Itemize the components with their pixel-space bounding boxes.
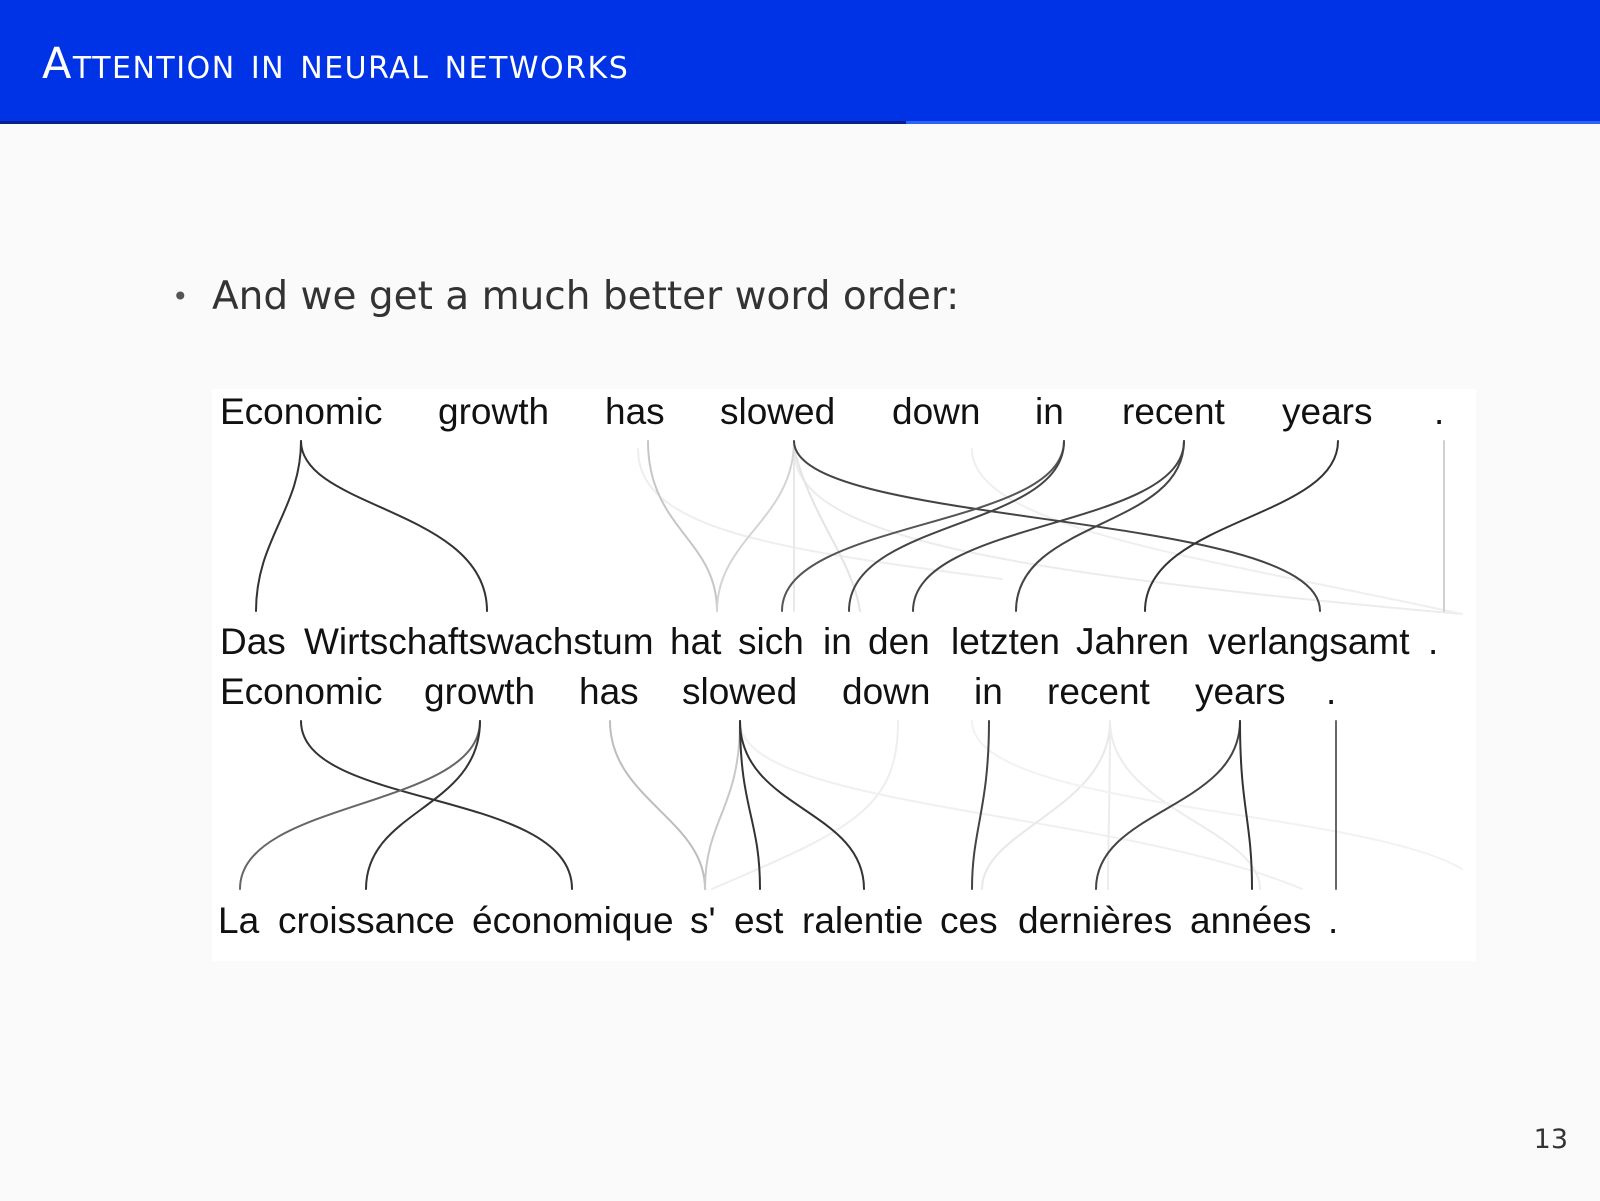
target-word: dernières (1018, 900, 1172, 941)
link-faint (981, 720, 1111, 890)
source-word: down (842, 671, 930, 712)
target-sentence-french: La croissance économique s' est ralentie… (218, 900, 1338, 941)
target-word: den (868, 621, 930, 662)
source-word: has (605, 391, 665, 432)
source-word: growth (438, 391, 549, 432)
alignment-links-french (239, 720, 1463, 890)
link-has-s (609, 720, 706, 890)
link-slowed-ralentie (739, 720, 865, 890)
target-word: Das (220, 621, 286, 662)
source-word: years (1282, 391, 1372, 432)
target-word: années (1190, 900, 1311, 941)
link-has-hat (647, 440, 718, 612)
page-number: 13 (1533, 1124, 1568, 1155)
source-word: slowed (720, 391, 835, 432)
link-growth-la (239, 720, 481, 890)
target-word: . (1428, 621, 1438, 662)
link-faint (971, 720, 1463, 870)
link-slowed-s (704, 720, 741, 890)
source-word: Economic (220, 671, 382, 712)
link-years-annees (1239, 720, 1253, 890)
link-in-ces (971, 720, 990, 890)
source-word: growth (424, 671, 535, 712)
source-word: down (892, 391, 980, 432)
link-slowed-hat (716, 440, 795, 612)
link-economic-growth (300, 440, 488, 612)
target-word: Jahren (1076, 621, 1189, 662)
target-word: Wirtschaftswachstum (304, 621, 654, 662)
target-word: ralentie (802, 900, 923, 941)
link-growth-croissance (365, 720, 481, 890)
link-years-jahren (1144, 440, 1339, 612)
target-word: ces (940, 900, 998, 941)
target-sentence-german: Das Wirtschaftswachstum hat sich in den … (220, 621, 1438, 662)
link-in-in (848, 440, 1065, 612)
target-word: letzten (951, 621, 1060, 662)
link-faint (739, 720, 1303, 890)
link-slowed-verlangsamt (793, 440, 1321, 612)
target-word: verlangsamt (1208, 621, 1410, 662)
target-word: . (1328, 900, 1338, 941)
source-sentence-2: Economic growth has slowed down in recen… (220, 671, 1336, 712)
bullet-dot-icon: • (172, 280, 189, 313)
source-word: has (579, 671, 639, 712)
source-word: recent (1122, 391, 1226, 432)
source-word: recent (1047, 671, 1151, 712)
source-word: slowed (682, 671, 797, 712)
link-recent-letzten (1015, 440, 1185, 612)
link-faint (711, 720, 899, 890)
link-faint (1109, 720, 1261, 890)
title-underline-dark (0, 121, 906, 124)
title-underline-light (906, 121, 1600, 124)
alignment-links-german (255, 440, 1463, 615)
target-word: sich (738, 621, 804, 662)
target-word: s' (690, 900, 716, 941)
source-word: . (1326, 671, 1336, 712)
link-faint (793, 448, 861, 612)
bullet-text: And we get a much better word order: (212, 274, 960, 319)
source-word: years (1195, 671, 1285, 712)
target-word: économique (472, 900, 674, 941)
source-word: in (974, 671, 1003, 712)
attention-alignment-figure: Economic growth has slowed down in recen… (212, 389, 1476, 961)
source-word: in (1035, 391, 1064, 432)
link-slowed-est (739, 720, 761, 890)
target-word: est (734, 900, 784, 941)
slide-title: Attention in neural networks (42, 39, 630, 89)
source-sentence-1: Economic growth has slowed down in recen… (220, 391, 1444, 432)
link-faint (971, 448, 1463, 615)
link-economic-economique (300, 720, 573, 890)
title-bar: Attention in neural networks (0, 0, 1600, 122)
alignment-svg: Economic growth has slowed down in recen… (218, 391, 1463, 941)
source-word: Economic (220, 391, 382, 432)
link-economic-das (255, 440, 302, 612)
link-in-sich (781, 440, 1065, 612)
source-word: . (1434, 391, 1444, 432)
link-faint (637, 448, 1003, 580)
target-word: in (823, 621, 852, 662)
target-word: hat (670, 621, 722, 662)
target-word: croissance (278, 900, 455, 941)
target-word: La (218, 900, 260, 941)
link-faint (1107, 720, 1111, 890)
link-years-dernieres (1095, 720, 1241, 890)
link-recent-den (912, 440, 1185, 612)
